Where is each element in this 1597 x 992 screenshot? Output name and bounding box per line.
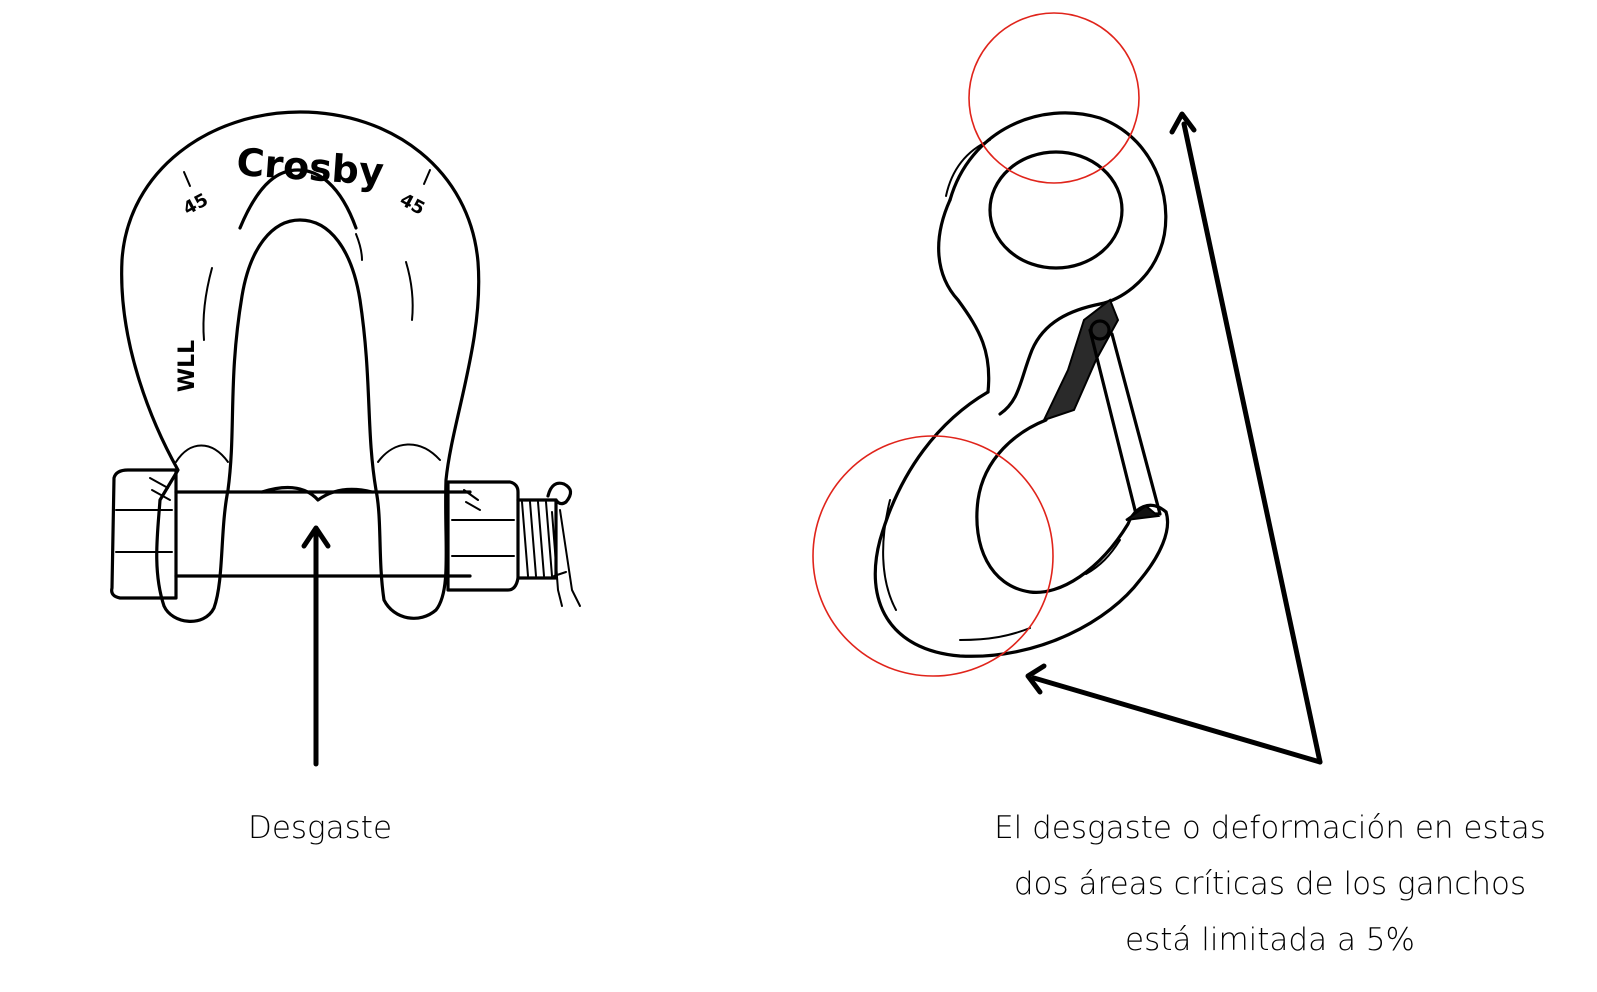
hook-label-line-2: dos áreas críticas de los ganchos xyxy=(1013,866,1527,902)
hook-critical-areas-label: El desgaste o deformación en estas dos á… xyxy=(960,800,1580,968)
shackle-wear-label: Desgaste xyxy=(247,810,393,846)
hook-critical-area-bowl-circle xyxy=(812,435,1054,677)
shackle-angle-right-text: 45 xyxy=(396,189,428,219)
shackle-wear-arrow xyxy=(301,525,331,767)
hook-label-line-1: El desgaste o deformación en estas xyxy=(994,810,1546,846)
shackle-bow xyxy=(120,110,481,623)
hook-critical-area-eye-circle xyxy=(968,12,1140,184)
shackle-brand-text: Crosby xyxy=(235,140,385,194)
hook-critical-arrows xyxy=(1025,111,1323,765)
shackle-cotter-pin xyxy=(546,481,581,607)
hook-drawing xyxy=(812,12,1170,677)
shackle-angle-left-text: 45 xyxy=(180,189,212,219)
shackle-thread xyxy=(516,498,558,580)
shackle-drawing: Crosby 45 45 WLL xyxy=(110,110,581,623)
hook-latch xyxy=(1042,298,1162,521)
shackle-rating-text: WLL xyxy=(175,340,200,392)
shackle-nut-left xyxy=(110,468,178,600)
shackle-nut-right xyxy=(446,480,520,592)
hook-body xyxy=(873,390,1170,658)
shackle-pin xyxy=(174,485,472,578)
hook-eye xyxy=(937,111,1168,416)
hook-label-line-3: está limitada a 5% xyxy=(1125,922,1415,958)
